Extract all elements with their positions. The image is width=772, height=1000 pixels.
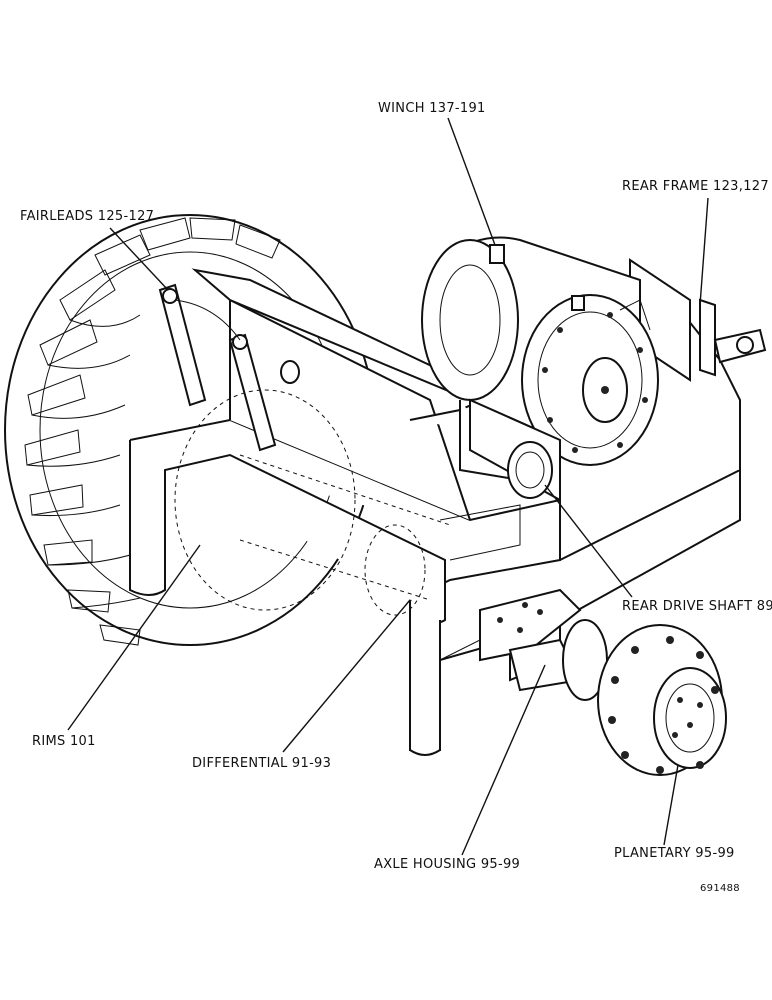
leader-rear-frame (699, 197, 709, 306)
leader-lines (67, 117, 709, 856)
leader-rims (67, 544, 201, 731)
label-winch: WINCH 137-191 (378, 101, 486, 116)
leader-winch (447, 117, 496, 246)
differential (174, 389, 521, 616)
leader-axle-housing (461, 664, 546, 856)
fairleads (158, 283, 300, 452)
figure-code: 691488 (700, 883, 740, 894)
label-axle-housing: AXLE HOUSING 95-99 (374, 857, 521, 872)
leader-rear-drive-shaft (544, 484, 633, 598)
label-rear-drive-shaft: REAR DRIVE SHAFT 89 (622, 599, 772, 614)
label-rear-frame: REAR FRAME 123,127 (622, 179, 769, 194)
axle-housing (479, 588, 582, 692)
leader-differential (282, 599, 411, 753)
label-planetary: PLANETARY 95-99 (614, 846, 735, 861)
label-differential: DIFFERENTIAL 91-93 (192, 756, 332, 771)
leader-fairleads (109, 227, 169, 291)
label-fairleads: FAIRLEADS 125-127 (20, 209, 155, 224)
planetary (562, 619, 727, 776)
leader-planetary (663, 764, 679, 846)
rear-drive-shaft-flange (507, 441, 553, 499)
front-frame (129, 268, 741, 756)
label-rims: RIMS 101 (32, 734, 96, 749)
